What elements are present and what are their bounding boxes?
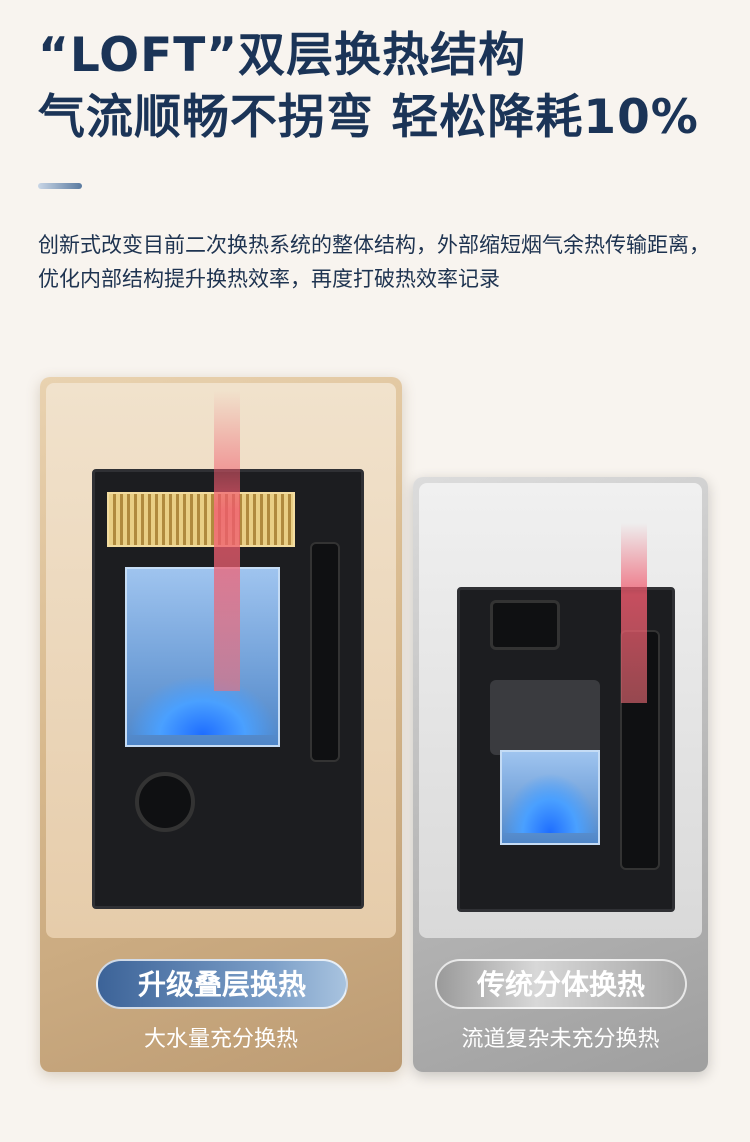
burner-flame (502, 773, 598, 833)
heat-exchanger-housing (490, 680, 600, 755)
fan-component (135, 772, 195, 832)
accent-divider (38, 183, 82, 189)
headline-line-1: “LOFT”双层换热结构 (38, 28, 527, 83)
exhaust-airflow (621, 523, 647, 703)
headline-line-2: 气流顺畅不拐弯 轻松降耗10% (38, 90, 699, 145)
burner-flame (127, 675, 278, 735)
product-image-panel (46, 383, 396, 938)
control-pipes (310, 542, 340, 762)
upgraded-subtitle: 大水量充分换热 (143, 1027, 298, 1052)
description-text: 创新式改变目前二次换热系统的整体结构，外部缩短烟气余热传输距离，优化内部结构提升… (38, 233, 710, 291)
traditional-subtitle: 流道复杂未充分换热 (461, 1027, 660, 1052)
primary-heat-exchanger (500, 750, 600, 845)
secondary-heat-exchanger (107, 492, 295, 547)
upgraded-stacked-card: 升级叠层换热 大水量充分换热 (40, 377, 402, 1072)
fan-component (490, 600, 560, 650)
exhaust-airflow (214, 391, 240, 691)
primary-heat-exchanger (125, 567, 280, 747)
product-image-panel (419, 483, 702, 938)
traditional-label-badge: 传统分体换热 (435, 959, 687, 1009)
traditional-split-card: 传统分体换热 流道复杂未充分换热 (413, 477, 708, 1072)
upgraded-label-badge: 升级叠层换热 (96, 959, 348, 1009)
